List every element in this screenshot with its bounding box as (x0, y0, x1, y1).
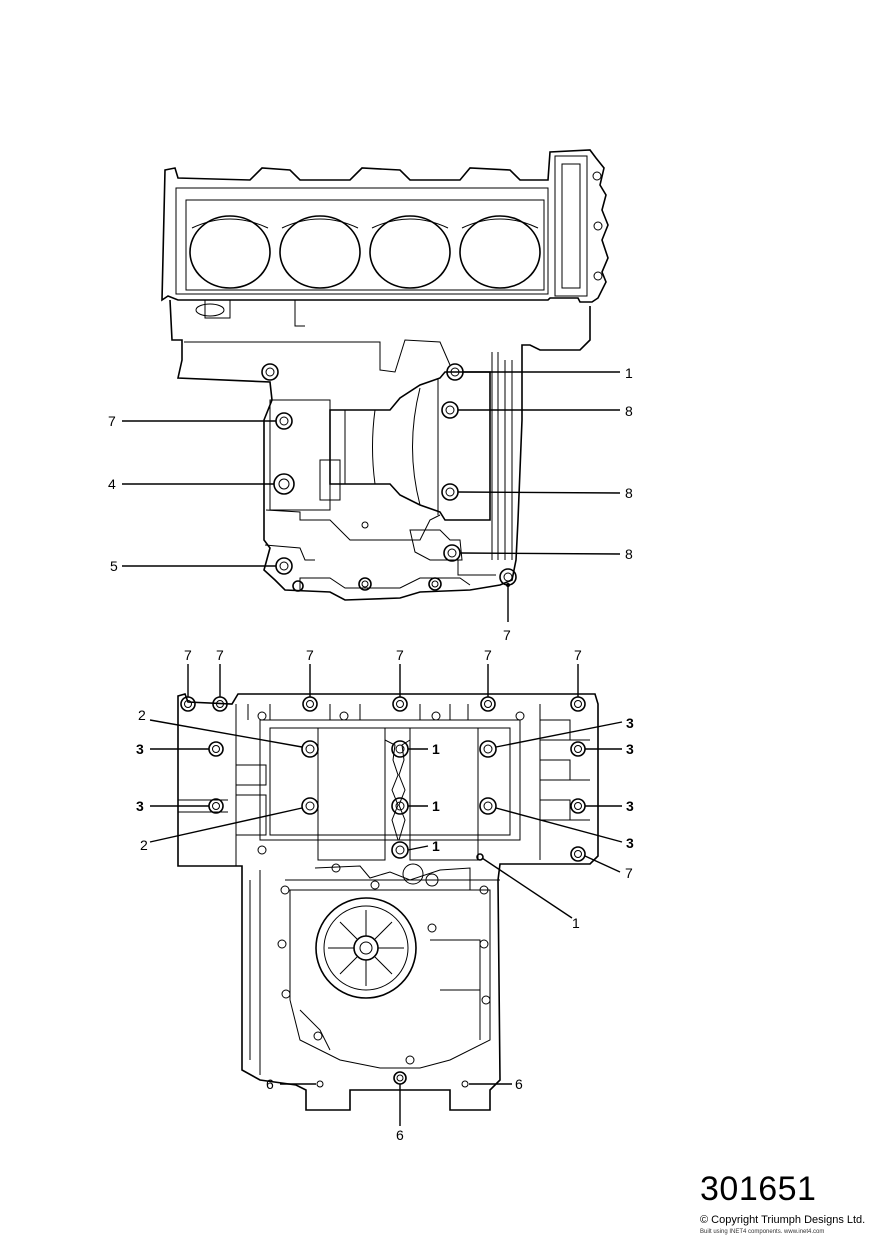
callout-bottom-7f: 7 (574, 647, 582, 663)
callout-bottom-7c: 7 (306, 647, 314, 663)
callout-top-8a: 8 (625, 403, 633, 419)
callout-top-7-left: 7 (108, 413, 116, 429)
callout-bottom-6a: 6 (266, 1076, 274, 1092)
callout-bottom-3-right-b: 3 (626, 741, 634, 757)
callout-top-1: 1 (625, 365, 633, 381)
callout-bottom-3-right-c: 3 (626, 798, 634, 814)
callout-bottom-7e: 7 (484, 647, 492, 663)
callout-top-5: 5 (110, 558, 118, 574)
callout-bottom-1c: 1 (432, 838, 440, 854)
callout-top-7-bottom: 7 (503, 627, 511, 643)
callout-bottom-1b: 1 (432, 798, 440, 814)
callout-bottom-6c: 6 (396, 1127, 404, 1143)
callout-top-8c: 8 (625, 546, 633, 562)
diagram-part-number: 301651 (700, 1170, 817, 1208)
lower-crankcase-drawing (149, 664, 623, 1126)
callout-bottom-1d: 1 (572, 915, 580, 931)
callout-bottom-7b: 7 (216, 647, 224, 663)
callout-bottom-3-left-a: 3 (136, 741, 144, 757)
callout-bottom-3-left-b: 3 (136, 798, 144, 814)
lower-perimeter-bolts (257, 711, 525, 1088)
callout-bottom-2b: 2 (140, 837, 148, 853)
callout-bottom-6b: 6 (515, 1076, 523, 1092)
callout-bottom-2a: 2 (138, 707, 146, 723)
callout-bottom-7d: 7 (396, 647, 404, 663)
upper-crankcase-drawing (122, 149, 621, 622)
callout-bottom-3-right-a: 3 (626, 715, 634, 731)
build-credit: Built using INET4 components. www.inet4.… (700, 1229, 825, 1235)
upper-bolt-heads (261, 363, 517, 592)
copyright-notice: © Copyright Triumph Designs Ltd. (700, 1214, 866, 1226)
callout-bottom-3-right-d: 3 (626, 835, 634, 851)
callout-bottom-7g: 7 (625, 865, 633, 881)
callout-bottom-1a: 1 (432, 741, 440, 757)
callout-top-8b: 8 (625, 485, 633, 501)
callout-top-4: 4 (108, 476, 116, 492)
callout-bottom-7a: 7 (184, 647, 192, 663)
callout-labels: 1 8 8 8 7 4 5 7 7 7 7 7 7 7 2 3 3 2 1 1 … (108, 365, 634, 1143)
